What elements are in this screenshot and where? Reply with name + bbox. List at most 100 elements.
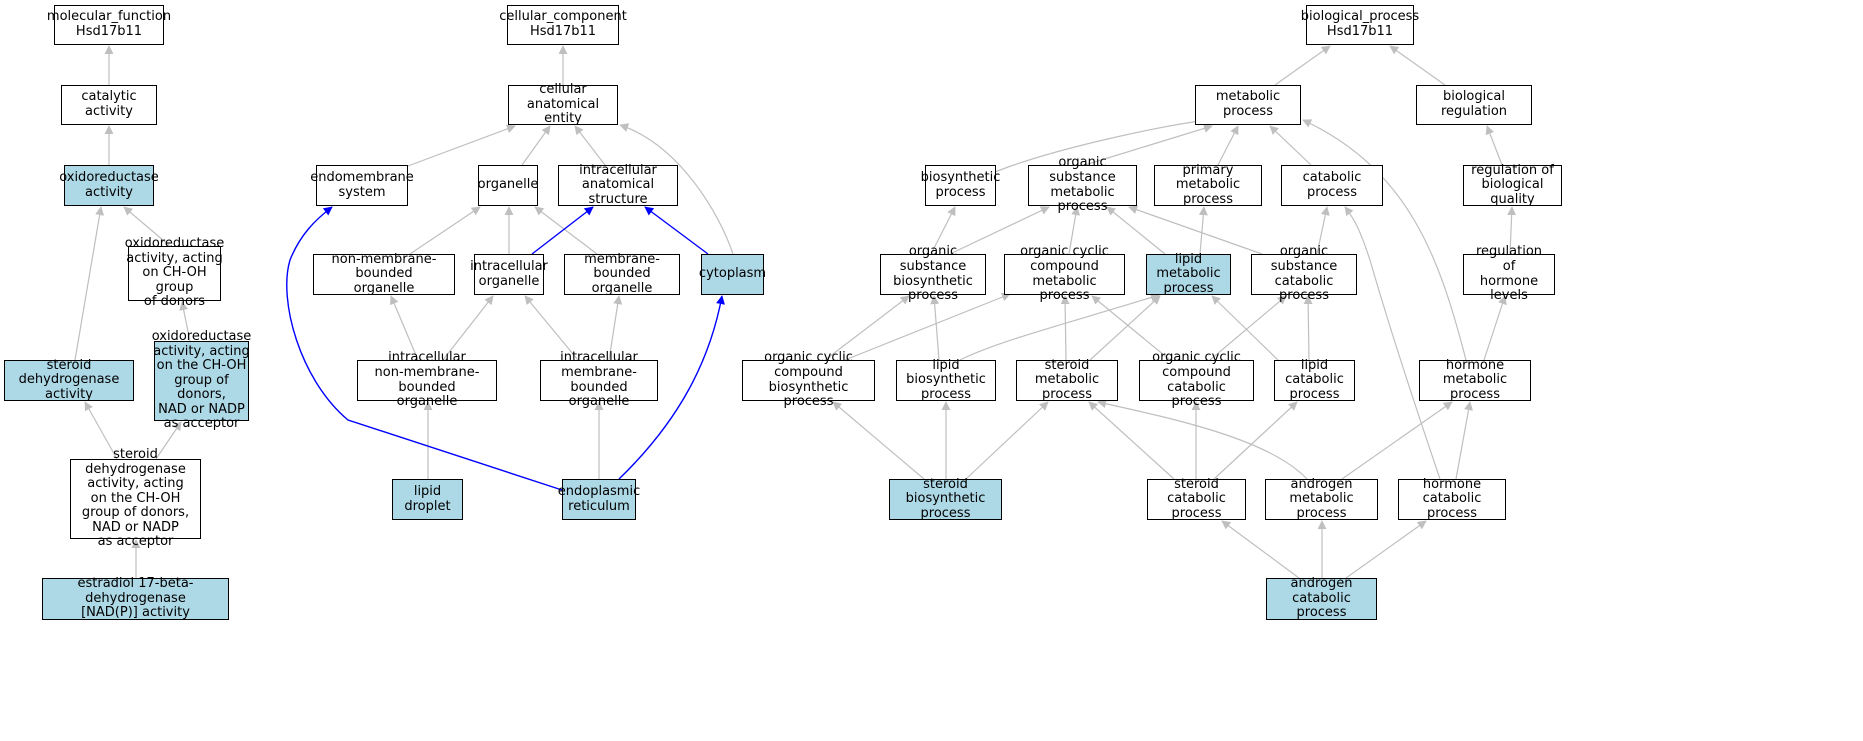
node-oxidoreductase-ch-oh[interactable]: oxidoreductase activity, acting on CH-OH… — [124, 236, 225, 310]
node-organic-cyclic-compound-metabolic-process[interactable]: organic cyclic compound metabolic proces… — [1004, 245, 1125, 303]
node-molecular-function[interactable]: molecular_function Hsd17b11 — [47, 5, 171, 45]
node-lipid-catabolic-process[interactable]: lipid catabolic process — [1274, 358, 1355, 402]
node-steroid-metabolic-process[interactable]: steroid metabolic process — [1016, 358, 1118, 402]
edge-arrow — [407, 124, 516, 167]
node-oxidoreductase-activity[interactable]: oxidoreductase activity — [59, 165, 159, 206]
edge-arrow — [524, 295, 579, 361]
edge-arrow-highlighted — [618, 295, 725, 480]
edge-arrow — [1088, 401, 1175, 480]
node-androgen-metabolic-process[interactable]: androgen metabolic process — [1265, 477, 1378, 521]
node-organic-cyclic-compound-catabolic-process[interactable]: organic cyclic compound catabolic proces… — [1139, 351, 1254, 409]
edge-arrow — [123, 206, 171, 247]
edge-arrow — [1507, 206, 1517, 255]
edge-arrow — [824, 295, 910, 361]
node-endomembrane-system[interactable]: endomembrane system — [310, 165, 414, 206]
node-steroid-dehydrogenase-ch-oh[interactable]: steroid dehydrogenase activity, acting o… — [70, 447, 201, 549]
node-cellular-anatomical-entity[interactable]: cellular anatomical entity — [508, 82, 618, 126]
edge-arrow — [84, 401, 118, 460]
node-organic-substance-catabolic-process[interactable]: organic substance catabolic process — [1251, 245, 1357, 303]
edge-arrow-highlighted — [531, 206, 594, 255]
edge-arrow — [1341, 401, 1453, 480]
edge-arrow — [1303, 295, 1313, 361]
node-non-membrane-bounded-organelle[interactable]: non-membrane-bounded organelle — [313, 252, 455, 296]
node-organelle[interactable]: organelle — [478, 165, 538, 206]
node-organic-substance-metabolic-process[interactable]: organic substance metabolic process — [1028, 156, 1137, 214]
node-biosynthetic-process[interactable]: biosynthetic process — [921, 165, 1000, 206]
edge-arrow — [1091, 295, 1171, 361]
node-cytoplasm[interactable]: cytoplasm — [699, 254, 766, 295]
edge-arrow — [1128, 205, 1263, 255]
edge-arrow — [1211, 295, 1279, 361]
edge-arrow — [1344, 206, 1441, 480]
edge-arrow — [74, 206, 105, 361]
node-lipid-biosynthetic-process[interactable]: lipid biosynthetic process — [896, 358, 996, 402]
edge-arrow — [1198, 206, 1208, 255]
node-lipid-droplet[interactable]: lipid droplet — [392, 479, 463, 520]
node-oxidoreductase-nad-nadp[interactable]: oxidoreductase activity, acting on the C… — [151, 329, 252, 432]
node-regulation-of-biological-quality[interactable]: regulation of biological quality — [1463, 163, 1562, 207]
edge-arrow — [1302, 119, 1467, 361]
edge-arrow — [534, 206, 598, 255]
edge-arrow-highlighted — [286, 206, 563, 491]
edge-arrow — [1274, 45, 1331, 86]
edge-arrow — [965, 401, 1049, 480]
edge-arrow — [1485, 125, 1503, 166]
edge-arrow — [1316, 206, 1330, 255]
edge-arrow — [930, 295, 940, 361]
edge-arrow — [409, 206, 481, 255]
node-steroid-biosynthetic-process[interactable]: steroid biosynthetic process — [889, 477, 1002, 521]
node-primary-metabolic-process[interactable]: primary metabolic process — [1154, 163, 1262, 207]
edge-arrow-highlighted — [644, 206, 709, 255]
node-endoplasmic-reticulum[interactable]: endoplasmic reticulum — [558, 479, 640, 520]
node-lipid-metabolic-process[interactable]: lipid metabolic process — [1146, 252, 1231, 296]
node-intracellular-organelle[interactable]: intracellular organelle — [470, 254, 548, 295]
node-metabolic-process[interactable]: metabolic process — [1195, 85, 1301, 125]
edge-arrow — [994, 116, 1207, 173]
node-organic-cyclic-compound-biosynthetic-process[interactable]: organic cyclic compound biosynthetic pro… — [742, 351, 875, 409]
edge-arrow — [1217, 125, 1239, 166]
edge-arrow — [959, 293, 1160, 361]
edge-arrow — [1068, 206, 1081, 255]
edge-arrow — [949, 206, 1050, 255]
node-androgen-catabolic-process[interactable]: androgen catabolic process — [1266, 576, 1377, 620]
edge-arrow — [832, 401, 925, 480]
edge-arrow — [442, 295, 494, 361]
edge-arrow — [619, 123, 734, 255]
node-intracellular-anatomical-structure[interactable]: intracellular anatomical structure — [558, 163, 678, 207]
edge-arrow — [1084, 124, 1213, 166]
edge-arrow — [1483, 295, 1507, 361]
node-organic-substance-biosynthetic-process[interactable]: organic substance biosynthetic process — [880, 245, 986, 303]
node-catabolic-process[interactable]: catabolic process — [1281, 165, 1383, 206]
edge-arrow — [1221, 520, 1300, 579]
node-cellular-component[interactable]: cellular_component Hsd17b11 — [499, 5, 627, 45]
node-steroid-catabolic-process[interactable]: steroid catabolic process — [1147, 477, 1246, 521]
edge-arrow — [155, 421, 182, 460]
edge-arrow — [1345, 520, 1427, 579]
node-hormone-metabolic-process[interactable]: hormone metabolic process — [1419, 358, 1531, 402]
edge-arrow — [1389, 45, 1446, 86]
node-hormone-catabolic-process[interactable]: hormone catabolic process — [1398, 477, 1506, 521]
edge-arrow — [521, 125, 551, 166]
node-intracellular-membrane-bounded-organelle[interactable]: intracellular membrane-bounded organelle — [540, 351, 658, 409]
node-biological-process[interactable]: biological_process Hsd17b11 — [1301, 5, 1419, 45]
edge-arrow — [1213, 401, 1298, 480]
node-intracellular-non-membrane-bounded-organelle[interactable]: intracellular non-membrane-bounded organ… — [357, 351, 497, 409]
node-regulation-of-hormone-levels[interactable]: regulation of hormone levels — [1463, 245, 1555, 303]
edge-arrow — [574, 125, 606, 166]
edge-arrow — [1209, 295, 1287, 361]
edge-arrow — [390, 295, 419, 361]
edge-arrow — [1089, 295, 1161, 361]
edge-arrow — [1455, 401, 1473, 480]
node-catalytic-activity[interactable]: catalytic activity — [61, 85, 157, 125]
node-biological-regulation[interactable]: biological regulation — [1416, 85, 1532, 125]
node-steroid-dehydrogenase[interactable]: steroid dehydrogenase activity — [4, 358, 134, 402]
node-membrane-bounded-organelle[interactable]: membrane-bounded organelle — [564, 252, 680, 296]
edge-arrow — [1060, 295, 1070, 361]
node-estradiol-dehydrogenase[interactable]: estradiol 17-beta-dehydrogenase [NAD(P)]… — [42, 576, 229, 620]
edge-arrow — [1097, 399, 1308, 480]
edge-arrow — [608, 295, 623, 361]
edge-arrow — [1106, 206, 1166, 255]
edge-arrow — [844, 292, 1011, 361]
edge-arrow — [930, 206, 956, 255]
